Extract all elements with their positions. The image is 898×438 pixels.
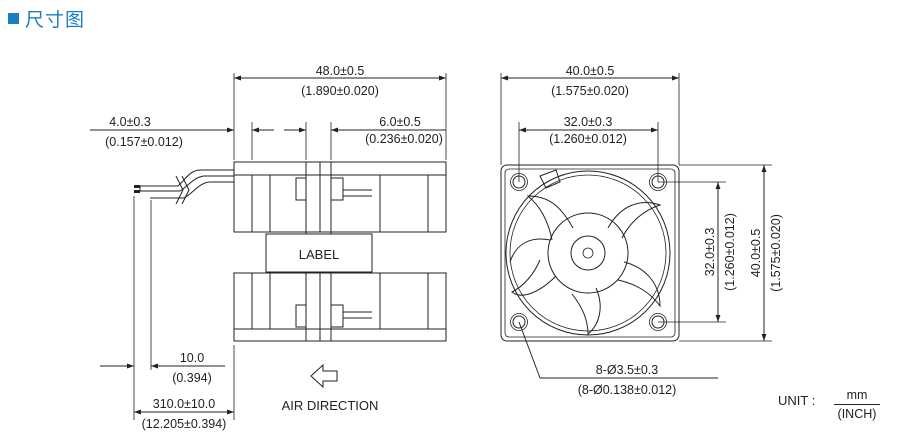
- hole-spacing-h-mm: 32.0±0.3: [564, 115, 613, 129]
- fan-blades: [509, 169, 662, 336]
- lead-length-mm: 310.0±10.0: [153, 397, 216, 411]
- label-text: LABEL: [299, 247, 339, 262]
- unit-label: UNIT :: [778, 393, 816, 408]
- section-title: 尺寸图: [25, 9, 86, 31]
- fan-side-body: [233, 161, 447, 342]
- front-width-mm: 40.0±0.5: [566, 64, 615, 78]
- square-bullet-icon: [8, 12, 19, 24]
- hole-callout-inch: (8-Ø0.138±0.012): [578, 383, 677, 397]
- overall-length-inch: (1.890±0.020): [301, 84, 379, 98]
- air-direction-arrow-icon: [310, 363, 338, 389]
- hole-spacing-h-inch: (1.260±0.012): [549, 132, 627, 146]
- right-offset-inch: (0.236±0.020): [365, 132, 443, 146]
- unit-divider: [834, 404, 880, 405]
- strip-length-mm: 10.0: [180, 351, 204, 365]
- hole-spacing-v-mm: 32.0±0.3: [703, 228, 717, 277]
- lead-wires: [134, 169, 234, 205]
- hole-callout-mm: 8-Ø3.5±0.3: [596, 363, 658, 377]
- front-height-inch: (1.575±0.020): [769, 214, 783, 292]
- hole-spacing-v-inch: (1.260±0.012): [723, 213, 737, 291]
- right-offset-mm: 6.0±0.5: [379, 115, 421, 129]
- overall-length-mm: 48.0±0.5: [316, 64, 365, 78]
- label-box: [265, 233, 373, 273]
- front-view: 40.0±0.5 (1.575±0.020) 32.0±0.3 (1.260±0…: [500, 64, 783, 397]
- unit-inch: (INCH): [837, 407, 877, 421]
- fan-opening: [505, 170, 671, 336]
- section-header: 尺寸图: [8, 4, 85, 32]
- unit-fraction: mm (INCH): [834, 388, 880, 421]
- left-offset-mm: 4.0±0.3: [109, 115, 151, 129]
- front-height-mm: 40.0±0.5: [749, 229, 763, 278]
- front-width-inch: (1.575±0.020): [551, 84, 629, 98]
- side-view: 48.0±0.5 (1.890±0.020) 4.0±0.3 (0.157±0.…: [90, 64, 447, 431]
- unit-mm: mm: [846, 388, 868, 402]
- air-direction-label: AIR DIRECTION: [282, 398, 379, 413]
- strip-length-inch: (0.394): [172, 371, 212, 385]
- fan-frame: [500, 164, 680, 342]
- left-offset-inch: (0.157±0.012): [105, 135, 183, 149]
- fan-hub: [547, 212, 629, 294]
- lead-length-inch: (12.205±0.394): [142, 417, 227, 431]
